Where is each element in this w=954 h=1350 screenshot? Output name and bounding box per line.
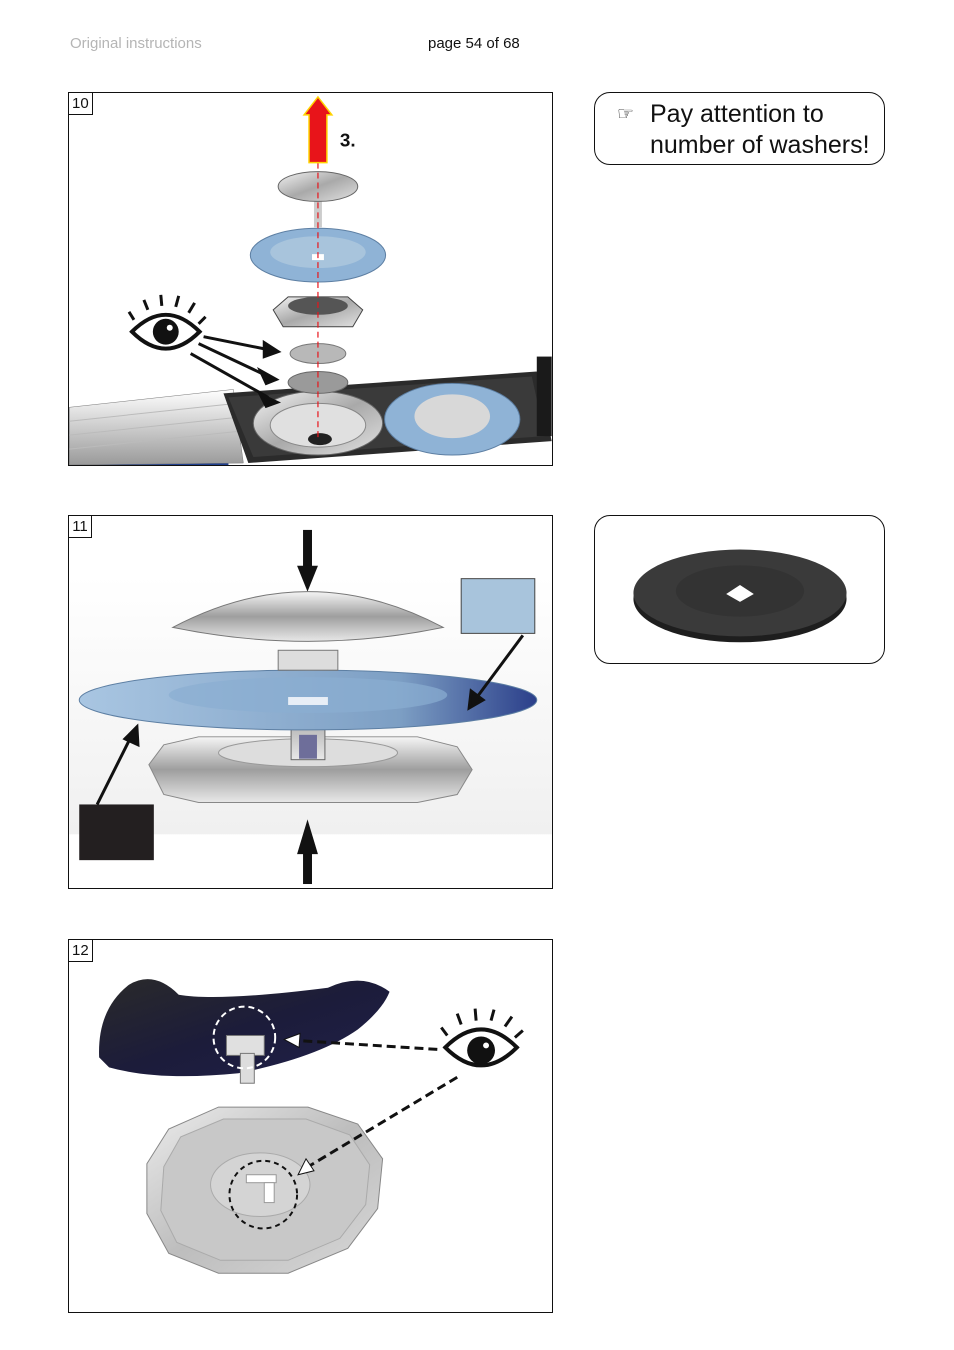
screw-head-cap [171, 591, 445, 642]
step-arrow-label: 3. [340, 131, 356, 152]
press-down-arrow [297, 565, 318, 592]
hand-pointing-icon: ☞ [617, 104, 635, 125]
diaphragm-underside [99, 979, 390, 1077]
exploded-assembly-illustration: 3. [69, 95, 552, 465]
header-doc-type: Original instructions [70, 35, 202, 52]
page-number: page 54 of 68 [428, 35, 520, 52]
step-number-11: 11 [69, 516, 92, 538]
label-box-dark [79, 804, 154, 861]
step-10-figure: 10 [68, 92, 553, 466]
diaphragm-assembly-illustration [69, 529, 552, 885]
eye-icon [440, 1008, 524, 1068]
step-number-12: 12 [69, 940, 93, 962]
step-11-figure: 11 [68, 515, 553, 889]
eye-icon [127, 294, 207, 351]
square-hole [726, 585, 754, 602]
attention-note: ☞ Pay attention to number of washers! [594, 92, 885, 165]
black-washer-illustration [633, 549, 847, 643]
step-number-10: 10 [69, 93, 93, 115]
note-text: Pay attention to number of washers! [650, 100, 870, 159]
pull-up-arrow [302, 95, 334, 164]
stud-alignment-illustration [99, 979, 524, 1274]
step-12-figure: 12 [68, 939, 553, 1313]
press-up-arrow [297, 819, 318, 855]
label-box-blue [460, 578, 536, 634]
washer-detail-box [594, 515, 885, 664]
pump-rail [69, 389, 244, 465]
